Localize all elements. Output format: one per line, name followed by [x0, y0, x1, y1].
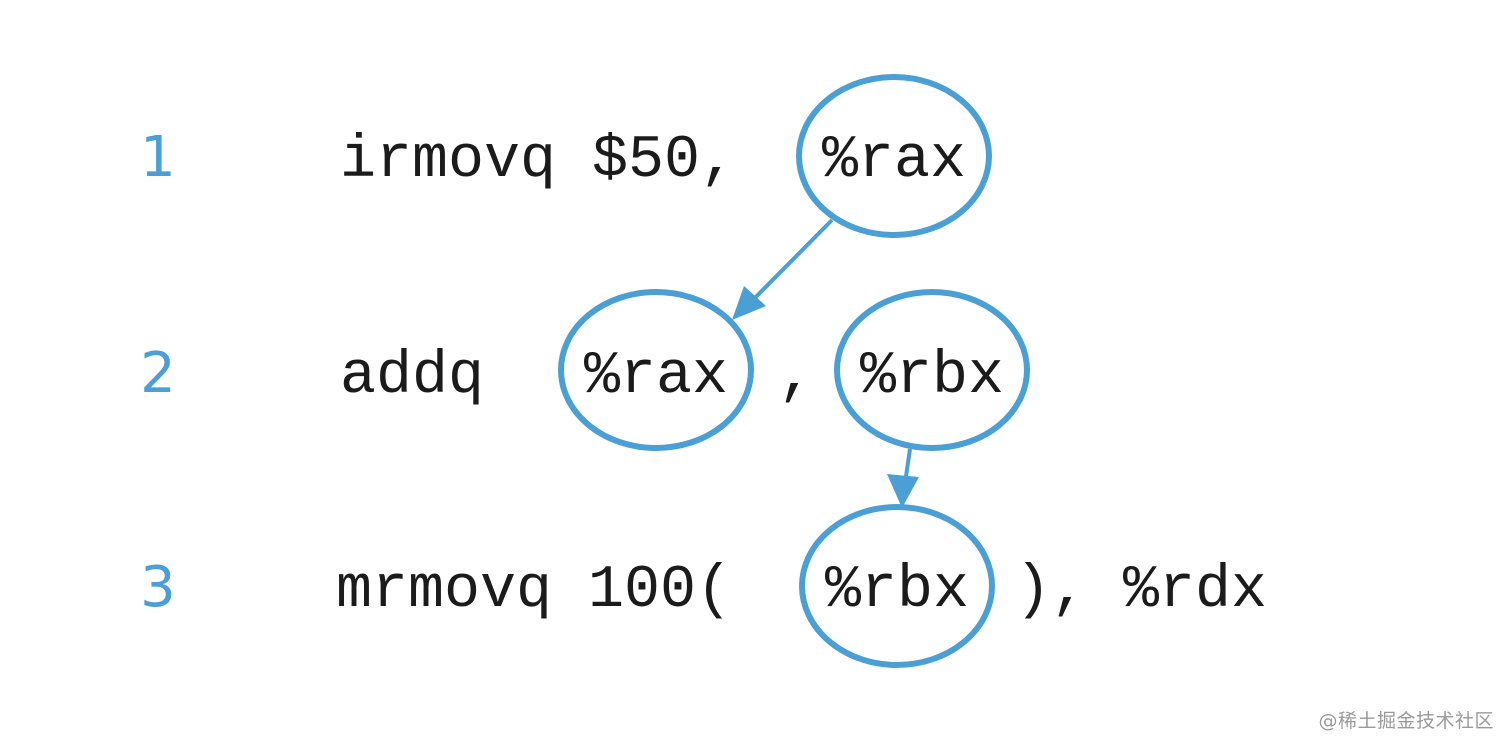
line-1-register-rax: %rax — [822, 127, 966, 195]
highlight-circle-line-2-rbx — [834, 289, 1030, 451]
highlight-circle-line-3-rbx — [799, 504, 995, 668]
line-1-instruction: irmovq $50, — [340, 127, 736, 195]
line-number-3: 3 — [140, 555, 176, 620]
line-3-register-rbx: %rbx — [825, 557, 969, 625]
highlight-circle-line-2-rax — [558, 289, 754, 451]
line-3-instruction: mrmovq 100( — [336, 557, 732, 625]
dependency-arrow-rax-head — [732, 286, 766, 320]
line-number-2: 2 — [140, 341, 176, 406]
line-2-instruction: addq — [340, 343, 484, 411]
line-3-suffix: ), %rdx — [1015, 557, 1267, 625]
line-2-comma: , — [778, 343, 814, 411]
highlight-circle-line-1-rax — [796, 74, 992, 238]
line-number-1: 1 — [140, 125, 176, 190]
dependency-arrow-rbx-head — [887, 474, 919, 508]
line-2-register-rbx: %rbx — [860, 343, 1004, 411]
line-2-register-rax: %rax — [584, 343, 728, 411]
watermark: @稀土掘金技术社区 — [1318, 710, 1494, 732]
